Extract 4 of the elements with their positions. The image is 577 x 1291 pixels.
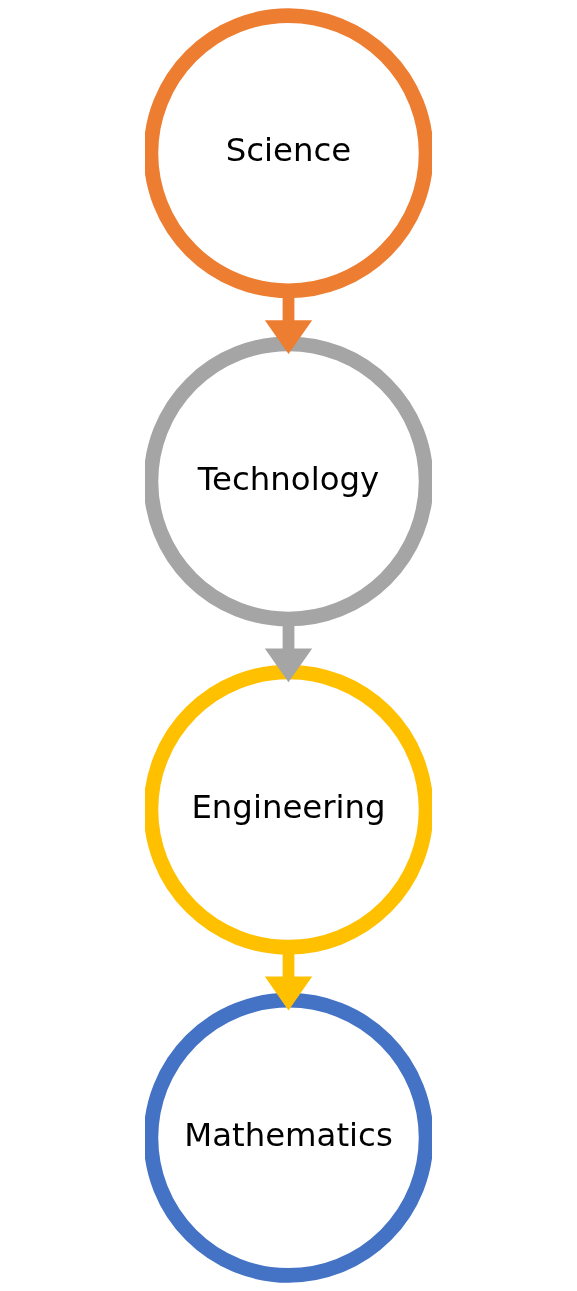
node-circle: Engineering — [145, 664, 432, 955]
node-circle: Technology — [145, 336, 432, 627]
node-circle: Mathematics — [145, 992, 432, 1283]
node-circle: Science — [145, 8, 432, 299]
